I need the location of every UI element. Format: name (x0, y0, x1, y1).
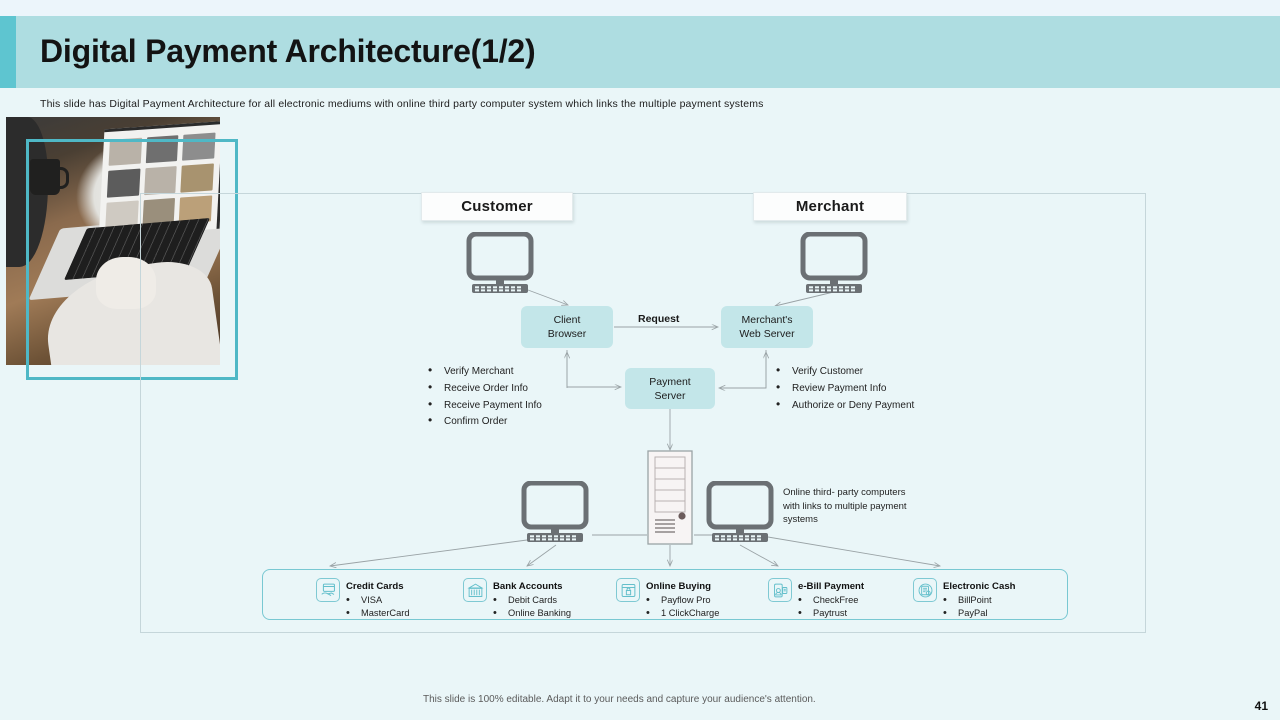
list-item: • MasterCard (346, 607, 410, 620)
list-item-label: Verify Merchant (444, 366, 514, 377)
payment-method-credit-cards[interactable]: Credit Cards • VISA • MasterCard (316, 575, 410, 620)
third-party-computer-right-icon (706, 481, 774, 543)
node-merchant-web-server-line2: Web Server (739, 328, 795, 340)
list-item-label: 1 ClickCharge (661, 608, 720, 618)
bullet-dot-icon: • (428, 363, 433, 377)
bullet-dot-icon: • (428, 396, 433, 411)
photo-image (6, 117, 220, 365)
list-item: • Paytrust (798, 607, 864, 620)
third-party-note: Online third- party computers with links… (783, 487, 907, 525)
bullet-dot-icon: • (798, 607, 802, 619)
node-client-browser-line2: Browser (547, 328, 587, 340)
bullet-dot-icon: • (798, 594, 802, 606)
list-item-label: BillPoint (958, 595, 992, 605)
header-accent-bar (0, 16, 16, 88)
list-item-label: MasterCard (361, 608, 410, 618)
payment-method-bank-accounts[interactable]: Bank Accounts • Debit Cards • Online Banki… (463, 575, 571, 620)
list-item: • Verify Customer (776, 363, 914, 380)
list-item-label: Paytrust (813, 608, 848, 618)
bullet-dot-icon: • (493, 607, 497, 619)
customer-steps-list: • Verify Merchant • Receive Order Info • Re… (428, 363, 542, 430)
bullet-dot-icon: • (943, 594, 947, 606)
page-number: 41 (1254, 699, 1268, 713)
list-item: • Verify Merchant (428, 363, 542, 380)
bullet-dot-icon: • (493, 594, 497, 606)
list-item-label: Receive Payment Info (444, 399, 542, 411)
list-item-label: Authorize or Deny Payment (792, 399, 915, 411)
bullet-dot-icon: • (943, 607, 947, 619)
list-item: • Online Banking (493, 607, 571, 620)
payment-methods-strip: Credit Cards • VISA • MasterCard Bank Acco… (262, 569, 1068, 620)
payment-method-title: e-Bill Payment (798, 581, 865, 592)
node-client-browser-line1: Client (553, 314, 581, 326)
payment-method-ebill-payment[interactable]: e-Bill Payment • CheckFree • Paytrust (768, 575, 865, 620)
credit-card-icon (316, 578, 340, 602)
header-band (0, 16, 1280, 88)
bullet-dot-icon: • (776, 396, 781, 411)
merchant-computer-icon (800, 232, 868, 294)
node-payment-server-line1: Payment (649, 375, 691, 388)
bullet-dot-icon: • (776, 363, 781, 377)
list-item-label: Payflow Pro (661, 595, 711, 605)
electronic-cash-icon (913, 578, 937, 602)
lane-label-customer: Customer (421, 192, 573, 221)
list-item: • Debit Cards (493, 594, 571, 607)
bullet-dot-icon: • (346, 607, 350, 619)
list-item: • CheckFree (798, 594, 864, 607)
third-party-computer-left-icon (521, 481, 589, 543)
laptop-photo (6, 117, 220, 365)
bullet-dot-icon: • (428, 413, 433, 428)
list-item: • Authorize or Deny Payment (776, 397, 914, 414)
list-item: • Confirm Order (428, 413, 542, 430)
list-item-label: Online Banking (508, 608, 572, 618)
node-merchant-web-server-line1: Merchant's (741, 314, 793, 326)
payment-method-title: Electronic Cash (943, 581, 1016, 592)
page-title: Digital Payment Architecture(1/2) (40, 33, 536, 69)
lane-label-merchant: Merchant (753, 192, 907, 221)
bullet-dot-icon: • (646, 607, 650, 619)
list-item: • PayPal (943, 607, 1016, 620)
list-item-label: VISA (361, 595, 383, 605)
online-store-icon (616, 578, 640, 602)
bullet-dot-icon: • (346, 594, 350, 606)
list-item: • Receive Payment Info (428, 397, 542, 414)
payment-method-title: Bank Accounts (493, 581, 563, 592)
list-item-label: Review Payment Info (792, 382, 887, 394)
footer-note: This slide is 100% editable. Adapt it to… (423, 694, 816, 705)
list-item-label: Verify Customer (792, 366, 864, 377)
payment-method-online-buying[interactable]: Online Buying • Payflow Pro • 1 ClickCharg… (616, 575, 719, 620)
list-item: • BillPoint (943, 594, 1016, 607)
list-item-label: PayPal (958, 608, 988, 618)
request-edge-label: Request (638, 313, 680, 325)
payment-method-electronic-cash[interactable]: Electronic Cash • BillPoint • PayPal (913, 575, 1016, 620)
list-item: • VISA (346, 594, 410, 607)
payment-method-title: Credit Cards (346, 581, 404, 592)
diagram-outer-frame (140, 193, 1146, 633)
photo-coffee-mug (30, 159, 69, 195)
page-subtitle: This slide has Digital Payment Architect… (40, 98, 764, 110)
list-item-label: Confirm Order (444, 416, 508, 428)
list-item: • Receive Order Info (428, 380, 542, 397)
photo-person-hand (96, 257, 156, 309)
list-item: • Payflow Pro (646, 594, 719, 607)
list-item: • Review Payment Info (776, 380, 914, 397)
merchant-steps-list: • Verify Customer • Review Payment Info • A… (776, 363, 914, 413)
payment-method-title: Online Buying (646, 581, 712, 592)
list-item-label: CheckFree (813, 595, 859, 605)
server-tower-icon (647, 450, 693, 550)
customer-computer-icon (466, 232, 534, 294)
node-client-browser[interactable]: Client Browser (521, 306, 613, 348)
node-merchant-web-server[interactable]: Merchant's Web Server (721, 306, 813, 348)
bullet-dot-icon: • (428, 379, 433, 394)
bullet-dot-icon: • (646, 594, 650, 606)
top-strip (0, 0, 1280, 16)
mobile-bill-icon (768, 578, 792, 602)
bank-building-icon (463, 578, 487, 602)
list-item-label: Debit Cards (508, 595, 558, 605)
node-payment-server-line2: Server (654, 389, 686, 402)
node-payment-server[interactable]: Payment Server (625, 368, 715, 409)
bullet-dot-icon: • (776, 379, 781, 394)
list-item: • 1 ClickCharge (646, 607, 719, 620)
list-item-label: Receive Order Info (444, 382, 528, 394)
